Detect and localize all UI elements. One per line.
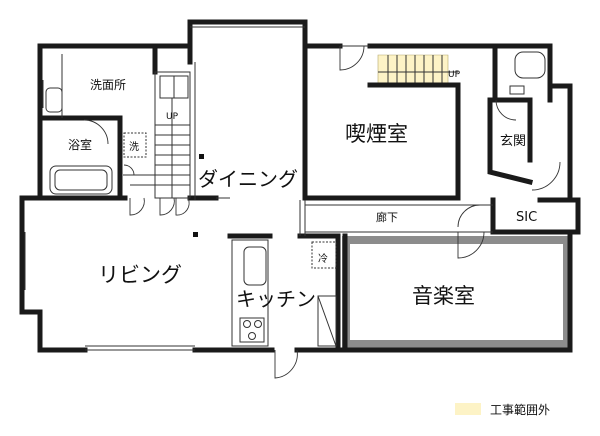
bath-label: 浴室 (68, 137, 92, 152)
stair-treads-right (378, 55, 458, 85)
fridge-box (311, 241, 337, 269)
sic-label: SIC (516, 210, 537, 225)
toilet (514, 51, 546, 79)
washroom-basin (45, 87, 63, 113)
sink-label: 冷 (318, 252, 328, 265)
living-label: リビング (98, 263, 182, 287)
dining-label: ダイニング (198, 167, 298, 191)
doors (83, 45, 561, 379)
kitchen-sink (243, 246, 267, 286)
bathtub (49, 165, 113, 195)
laundry-label: 洗 (129, 141, 139, 153)
kitchen-label: キッチン (236, 287, 316, 311)
windows (24, 26, 493, 351)
entrance-label: 玄関 (500, 134, 526, 149)
stair-up-left-label: UP (166, 112, 179, 122)
legend-label: 工事範囲外 (490, 402, 550, 417)
music-room-label: 音楽室 (412, 284, 475, 308)
stove (239, 317, 265, 343)
walls (19, 19, 581, 353)
laundry-box (123, 132, 147, 158)
legend-swatch (455, 403, 481, 415)
stair-treads-left (130, 71, 191, 199)
kitchen-counter (231, 239, 269, 347)
washroom-label: 洗面所 (90, 78, 126, 92)
stair-up-right-label: UP (448, 70, 461, 80)
smoking-room-label: 喫煙室 (345, 122, 408, 146)
corridor-label: 廊下 (376, 210, 398, 224)
